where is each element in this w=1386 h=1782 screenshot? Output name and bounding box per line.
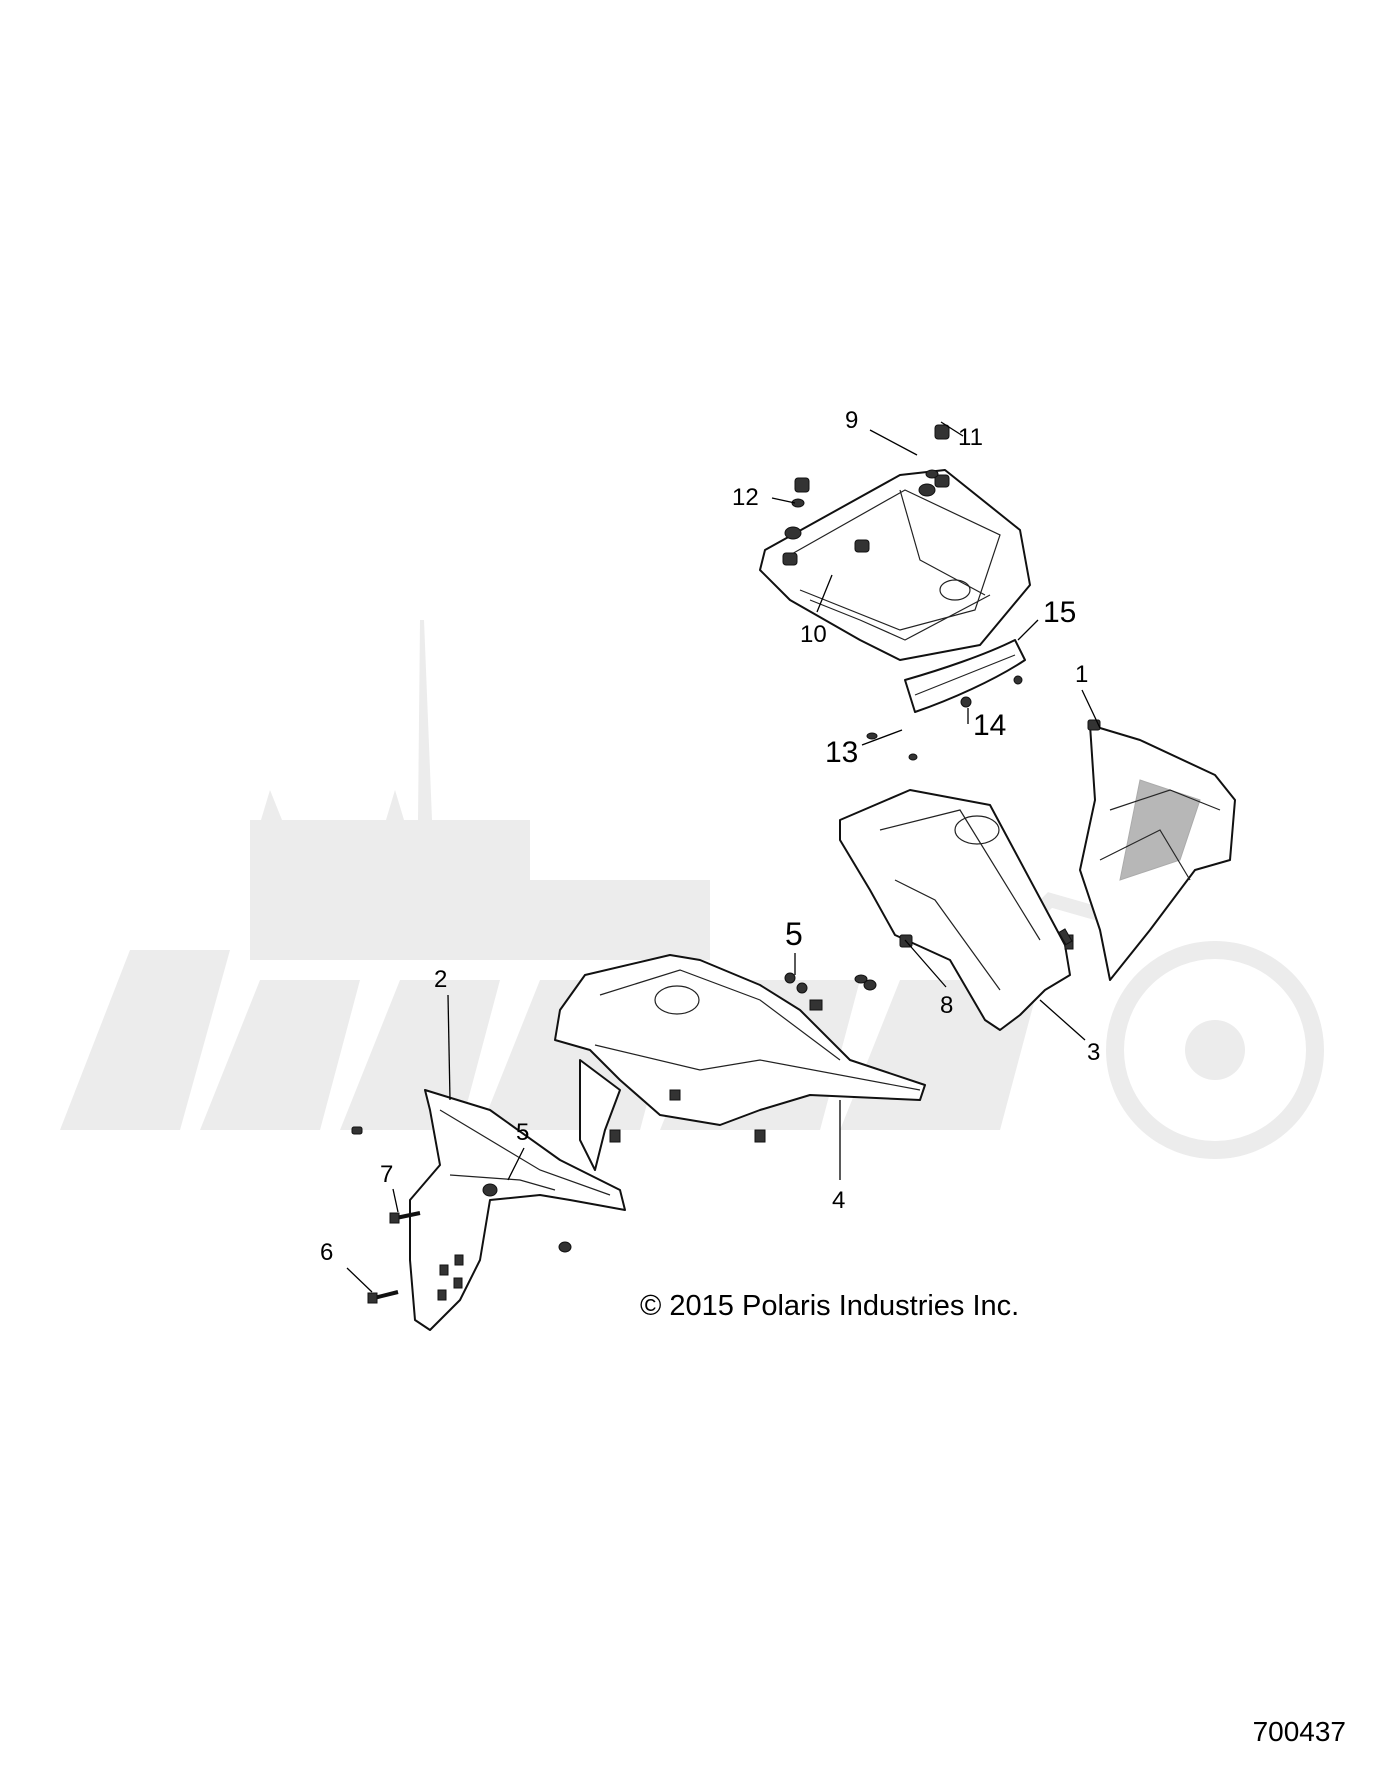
callout-labels: 1 2 3 4 5 5 6 7 8 9 10 11 12 13 14 15 [320,407,1100,1266]
part-4-front-panel [554,954,926,1171]
fasteners-mid [854,732,1073,984]
callout-15: 15 [1043,596,1076,629]
callout-1: 1 [1075,661,1088,688]
part-1-side-panel [1079,719,1236,981]
callout-4: 4 [832,1187,845,1214]
callout-5a: 5 [785,916,803,952]
drawing-number: 700437 [1252,1716,1346,1747]
callout-6: 6 [320,1239,333,1266]
callout-3: 3 [1087,1039,1100,1066]
part-2-fender [409,1089,626,1331]
leader-lines [346,421,1101,1293]
callout-14: 14 [973,709,1006,742]
callout-2: 2 [434,966,447,993]
callout-12: 12 [732,484,759,511]
callout-7: 7 [380,1161,393,1188]
part-10-rack-cover [759,469,1031,661]
callout-11: 11 [958,424,983,451]
callout-10: 10 [800,621,827,648]
callout-13: 13 [825,736,858,769]
copyright-notice: © 2015 Polaris Industries Inc. [640,1290,1020,1322]
callout-9: 9 [845,407,858,434]
fasteners-lower-left [351,1126,421,1304]
callout-8: 8 [940,992,953,1019]
fasteners-top [784,424,950,540]
callout-5b: 5 [516,1119,529,1146]
part-15-handle [904,639,1026,761]
